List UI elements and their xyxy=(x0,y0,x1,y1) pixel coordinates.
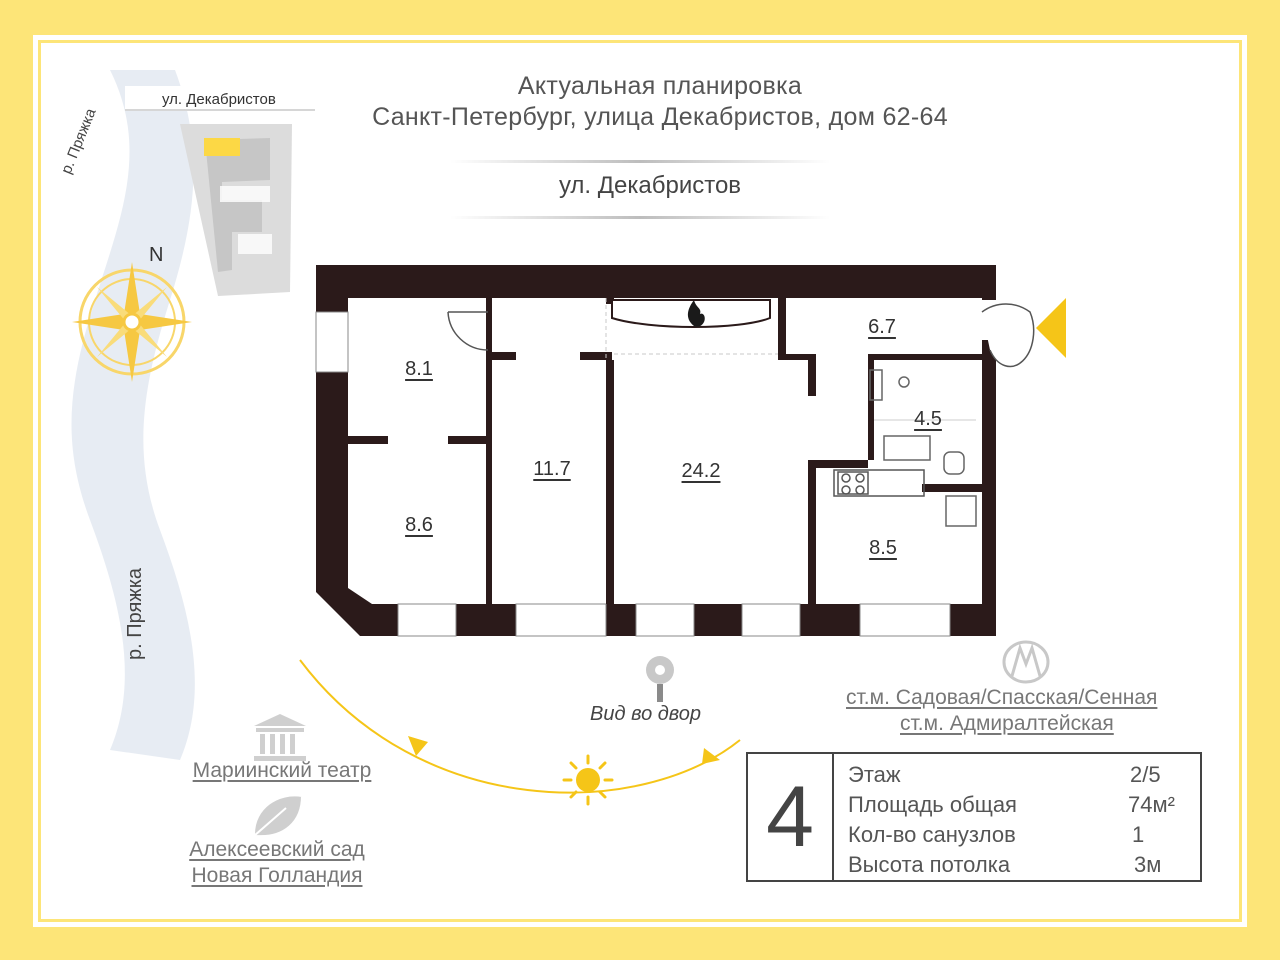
apartment-number: 4 xyxy=(748,754,834,880)
garden-link[interactable]: Алексеевский сад xyxy=(189,838,365,861)
leaf-icon xyxy=(252,794,304,838)
bathroom-fixtures xyxy=(869,369,977,527)
new-holland-link[interactable]: Новая Голландия xyxy=(191,864,363,887)
minimap-street xyxy=(125,86,315,110)
sun-path-arc xyxy=(299,659,741,794)
room-area-label: 6.7 xyxy=(868,316,896,338)
minimap-building xyxy=(180,124,292,296)
view-label: Вид во двор xyxy=(590,703,702,725)
title-line-1: Актуальная планировка xyxy=(517,72,803,100)
minimap-apartment-marker xyxy=(204,138,240,156)
info-label-area: Площадь общая xyxy=(848,792,1017,817)
room-area-label: 8.6 xyxy=(405,514,433,536)
minimap-street-label: ул. Декабристов xyxy=(162,91,276,108)
info-label-floor: Этаж xyxy=(848,762,901,787)
room-area-label: 4.5 xyxy=(914,408,942,430)
info-value-floor: 2/5 xyxy=(1130,762,1161,787)
theatre-link[interactable]: Мариинский театр xyxy=(192,759,372,782)
room-area-label: 11.7 xyxy=(533,458,571,480)
compass-rose xyxy=(72,262,192,382)
title-line-2: Санкт-Петербург, улица Декабристов, дом … xyxy=(372,103,948,131)
room-area-label: 24.2 xyxy=(681,460,721,482)
metro-logo-icon xyxy=(1002,640,1050,684)
sun-arrow-left-icon xyxy=(408,736,428,756)
compass-north-label: N xyxy=(149,244,164,266)
theatre-icon xyxy=(254,714,306,761)
metro-link-2[interactable]: ст.м. Адмиралтейская xyxy=(900,712,1114,735)
floor-plan xyxy=(315,265,1035,637)
info-label-ceiling: Высота потолка xyxy=(848,852,1011,877)
entrance-arrow-icon xyxy=(1036,298,1066,358)
room-area-label: 8.1 xyxy=(405,358,433,380)
info-value-area: 74м² xyxy=(1128,792,1175,817)
fire-icon xyxy=(687,300,705,327)
river-shape xyxy=(71,70,195,760)
info-label-bathrooms: Кол-во санузлов xyxy=(848,822,1016,847)
street-band xyxy=(450,160,830,220)
metro-link-1[interactable]: ст.м. Садовая/Спасская/Сенная xyxy=(846,686,1158,709)
apartment-info-box: 4 Этаж 2/5 Площадь общая 74м² Кол-во сан… xyxy=(746,752,1202,882)
info-value-ceiling: 3м xyxy=(1134,852,1162,877)
sun-arrow-right-icon xyxy=(702,748,720,764)
info-value-bathrooms: 1 xyxy=(1132,822,1145,847)
view-pin-icon xyxy=(646,656,674,702)
street-label: ул. Декабристов xyxy=(558,172,742,199)
room-area-label: 8.5 xyxy=(869,537,897,559)
river-label: р. Пряжка xyxy=(124,567,146,660)
kitchen-stove xyxy=(833,469,925,497)
sun-icon xyxy=(562,754,614,806)
